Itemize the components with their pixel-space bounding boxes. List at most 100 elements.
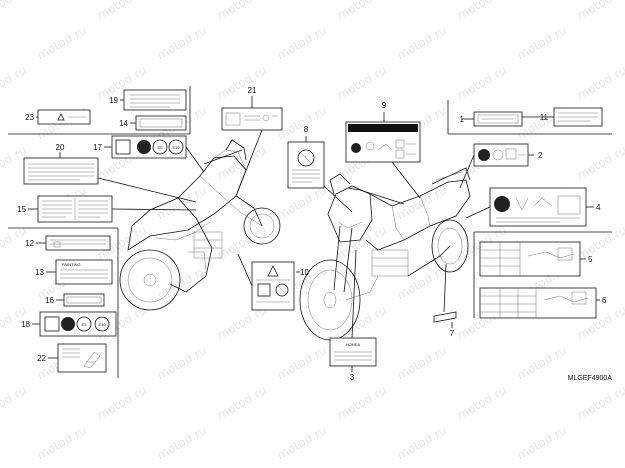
label-1: [473, 111, 523, 127]
watermark-text: motod.ru: [395, 23, 450, 63]
callout-3: 3: [350, 373, 355, 382]
honda-text: HONDA: [346, 342, 361, 347]
watermark-text: motod.ru: [215, 383, 270, 423]
e10-text-18: E10: [98, 322, 106, 327]
label-2: [473, 143, 529, 167]
watermark-text: motod.ru: [455, 383, 510, 423]
label-3: [329, 337, 377, 367]
callout-5: 5: [588, 255, 593, 264]
callout-16: 16: [45, 296, 54, 305]
callout-4: 4: [596, 203, 601, 212]
callout-11: 11: [540, 113, 549, 122]
label-22: [57, 343, 107, 373]
callout-23: 23: [25, 113, 34, 122]
label-12: [45, 235, 111, 251]
callout-22: 22: [37, 354, 46, 363]
callout-20: 20: [56, 143, 65, 152]
watermark-text: motod.ru: [0, 383, 29, 423]
label-20: [23, 157, 99, 185]
callout-9: 9: [382, 101, 387, 110]
watermark-text: motod.ru: [95, 0, 150, 23]
watermark-text: motod.ru: [575, 63, 625, 103]
watermark-text: motod.ru: [335, 63, 390, 103]
label-7: [433, 311, 457, 323]
watermark-text: motod.ru: [515, 23, 570, 63]
watermark-text: motod.ru: [575, 383, 625, 423]
watermark-text: motod.ru: [155, 263, 210, 303]
label-14: [135, 115, 187, 131]
label-16: [63, 293, 105, 307]
watermark-text: motod.ru: [335, 0, 390, 23]
callout-numbers: 1 2 3 4 5 6 7 8 9 10 11 12 13 14 15 16 1…: [17, 86, 607, 382]
label-10: [251, 261, 295, 311]
watermark-text: motod.ru: [275, 183, 330, 223]
watermark-text: motod.ru: [275, 103, 330, 143]
watermark-text: motod.ru: [275, 23, 330, 63]
watermark-text: motod.ru: [575, 223, 625, 263]
callout-12: 12: [25, 239, 34, 248]
motorcycle-left: [119, 139, 281, 311]
callout-18: 18: [21, 320, 30, 329]
watermark-text: motod.ru: [395, 343, 450, 383]
svg-text:~: ~: [150, 145, 153, 150]
watermark-text: motod.ru: [215, 223, 270, 263]
callout-2: 2: [538, 151, 543, 160]
label-17: [111, 135, 187, 159]
callout-21: 21: [248, 86, 257, 95]
callout-19: 19: [109, 96, 118, 105]
watermark-text: motod.ru: [155, 343, 210, 383]
watermark-text: motod.ru: [35, 23, 90, 63]
label-6: [479, 287, 597, 319]
callout-6: 6: [602, 296, 607, 305]
callout-7: 7: [450, 329, 455, 338]
callout-10: 10: [300, 268, 309, 277]
e5-text-17: E5: [158, 145, 164, 150]
watermark-text: motod.ru: [275, 423, 330, 463]
e10-text-17: E10: [172, 145, 180, 150]
watermark-text: motod.ru: [155, 23, 210, 63]
painting-text: PAINTING: [62, 262, 81, 267]
label-18: [39, 311, 117, 337]
watermark-text: motod.ru: [215, 0, 270, 23]
label-15: [37, 195, 113, 223]
watermark-text: motod.ru: [395, 423, 450, 463]
watermark-text: motod.ru: [0, 63, 29, 103]
watermark-text: motod.ru: [275, 343, 330, 383]
watermark-text: motod.ru: [215, 63, 270, 103]
watermark-text: motod.ru: [455, 63, 510, 103]
watermark-text: motod.ru: [575, 143, 625, 183]
watermark-text: motod.ru: [455, 0, 510, 23]
watermark-text: motod.ru: [215, 143, 270, 183]
watermark-text: motod.ru: [155, 423, 210, 463]
watermark-text: motod.ru: [515, 423, 570, 463]
callout-15: 15: [17, 205, 26, 214]
label-9: [345, 121, 421, 163]
watermark-text: motod.ru: [35, 423, 90, 463]
label-8: [287, 141, 325, 189]
watermark-text: motod.ru: [335, 383, 390, 423]
label-21: [221, 107, 283, 131]
watermark-text: motod.ru: [395, 183, 450, 223]
leader-lines: [28, 96, 600, 372]
label-5: [479, 241, 581, 277]
frame-lines: [8, 86, 612, 378]
watermark-text: motod.ru: [575, 0, 625, 23]
e5-text-18: E5: [82, 322, 88, 327]
callout-8: 8: [304, 125, 309, 134]
label-23: [37, 109, 91, 125]
diagram-code: MLGEF4900A: [568, 375, 613, 382]
callout-14: 14: [119, 119, 128, 128]
callout-13: 13: [35, 268, 44, 277]
label-11: [553, 107, 603, 127]
label-4: [489, 187, 587, 227]
callout-1: 1: [460, 115, 465, 124]
callout-17: 17: [93, 143, 102, 152]
watermark-text: motod.ru: [0, 0, 29, 23]
watermark-text: motod.ru: [335, 223, 390, 263]
watermark-text: motod.ru: [515, 343, 570, 383]
watermark-text: motod.ru: [95, 383, 150, 423]
label-19: [123, 89, 187, 111]
